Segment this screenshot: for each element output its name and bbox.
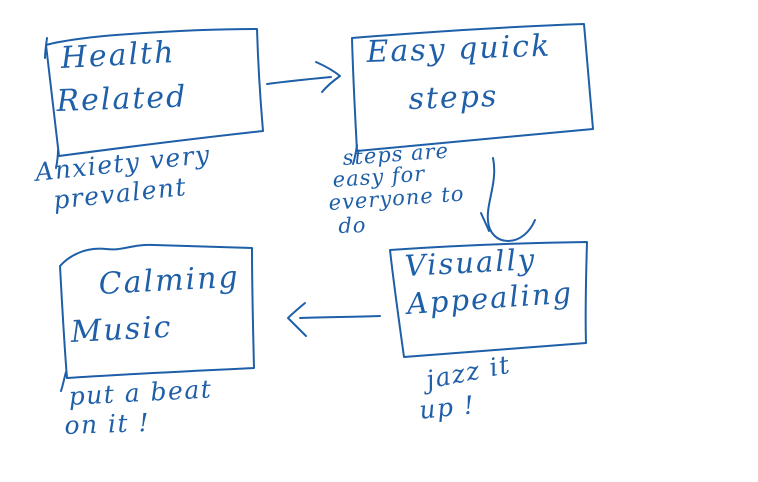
- visual-box-outline: [389, 241, 588, 358]
- calming-box-outline: [59, 243, 255, 379]
- calming-note-line1: put a beat: [67, 374, 213, 411]
- easy-box-label-line1: Easy quick: [365, 28, 552, 70]
- calming-note-line2: on it !: [63, 408, 151, 440]
- arrow-easy-to-visual-head: [480, 212, 490, 232]
- easy-box-pen-overshoot: [352, 144, 358, 165]
- easy-box-outline: [351, 23, 594, 152]
- arrow-health-to-easy-shaft: [266, 76, 332, 85]
- arrow-visual-to-calming-head: [287, 302, 307, 337]
- calming-box-label-line1: Calming: [97, 259, 241, 302]
- arrow-visual-to-calming-shaft: [299, 315, 381, 319]
- visual-box-label-line1: Visually: [403, 242, 537, 283]
- easy-note-line4: do: [337, 213, 367, 238]
- health-box-pen-overshoot: [44, 37, 59, 169]
- calming-box-label-line2: Music: [69, 309, 174, 350]
- visual-note-line2: up !: [417, 390, 477, 425]
- health-box-label-line2: Related: [55, 79, 188, 119]
- easy-box-label-line2: steps: [407, 78, 499, 117]
- health-box-label-line1: Health: [59, 34, 177, 76]
- calming-box-pen-overshoot: [60, 371, 67, 392]
- arrow-easy-to-visual-shaft: [486, 157, 536, 242]
- arrow-health-to-easy-head: [315, 61, 341, 93]
